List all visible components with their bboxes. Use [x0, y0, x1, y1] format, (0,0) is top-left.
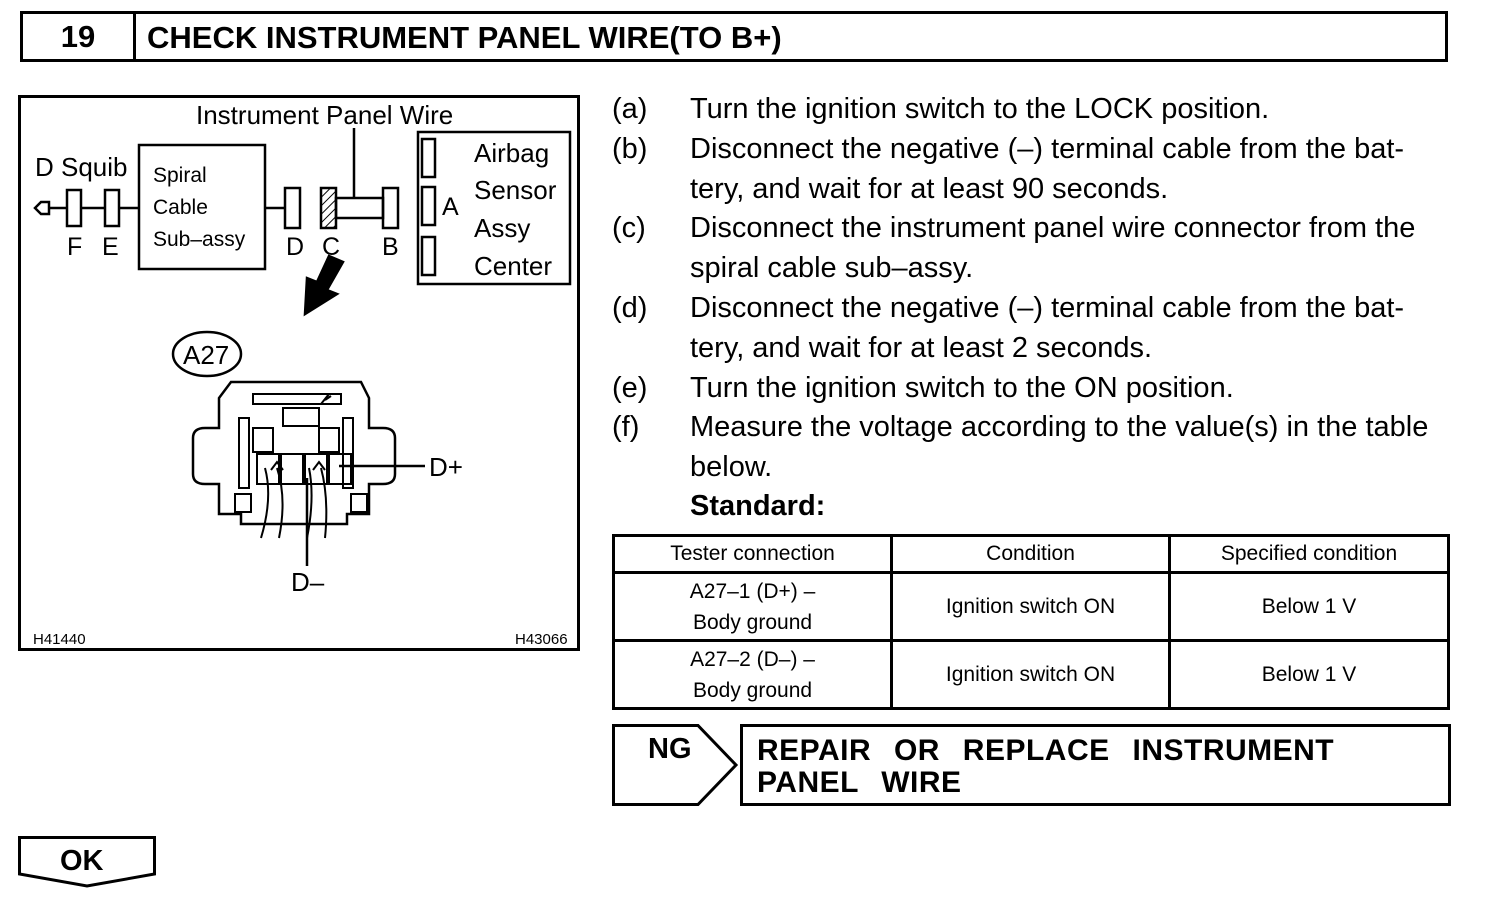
label-f: F: [67, 233, 82, 261]
condition-cell: Ignition switch ON: [890, 639, 1172, 710]
cell-line: A27–2 (D–) –: [690, 647, 815, 671]
cell-line: A27–1 (D+) –: [689, 579, 816, 603]
procedure-steps: (a) Turn the ignition switch to the LOCK…: [612, 90, 1454, 488]
label-a: A: [442, 193, 459, 221]
table-header-row: Tester connection Condition Specified co…: [611, 534, 1450, 574]
spiral-line-1: Spiral: [153, 164, 207, 187]
wiring-diagram: Instrument Panel Wire D Squib F E Spiral…: [33, 100, 572, 648]
spec-cell: Below 1 V: [1168, 639, 1450, 710]
ng-action-text: REPAIR OR REPLACE INSTRUMENT PANEL WIRE: [757, 734, 1335, 799]
arrow-down-icon: [303, 254, 345, 317]
connector-f: [65, 188, 83, 228]
step-number: 19: [23, 14, 136, 59]
step-text-cont: below.: [690, 451, 773, 484]
connector-b: [381, 186, 400, 230]
connector-a3: [420, 235, 437, 277]
connector-c: [319, 186, 338, 230]
step-a: (a) Turn the ignition switch to the LOCK…: [612, 90, 1454, 130]
step-text: Disconnect the negative (–) terminal cab…: [690, 291, 1405, 324]
ok-arrow-shape: OK: [18, 836, 156, 888]
standard-label: Standard:: [690, 490, 826, 522]
ok-branch: OK: [18, 836, 156, 888]
step-title: CHECK INSTRUMENT PANEL WIRE(TO B+): [147, 20, 782, 55]
airbag-sensor-box: [416, 130, 572, 286]
squib-label: D Squib: [35, 152, 128, 182]
step-label: (a): [612, 93, 648, 125]
connector-id-badge: [171, 330, 243, 378]
d-minus-label: D–: [291, 567, 325, 597]
step-f: (f) Measure the voltage according to the…: [612, 408, 1454, 488]
step-e: (e) Turn the ignition switch to the ON p…: [612, 369, 1454, 409]
step-text: Disconnect the negative (–) terminal cab…: [690, 132, 1405, 165]
step-label: (f): [612, 411, 640, 444]
step-text-cont: tery, and wait for at least 2 seconds.: [690, 331, 1153, 364]
wiring-figure: Instrument Panel Wire D Squib F E Spiral…: [18, 95, 580, 651]
squib-plug-icon: [33, 200, 51, 216]
step-text: Turn the ignition switch to the ON posit…: [690, 371, 1234, 404]
connector-d: [283, 186, 302, 230]
spec-table: Tester connection Condition Specified co…: [611, 534, 1450, 710]
ng-label: NG: [648, 733, 692, 765]
column-header: Specified condition: [1168, 534, 1450, 574]
step-label: (c): [612, 212, 646, 245]
step-text: Disconnect the instrument panel wire con…: [690, 212, 1416, 245]
label-d: D: [286, 233, 304, 261]
airbag-line-2: Sensor: [474, 175, 557, 205]
figure-code-left: H41440: [33, 631, 86, 648]
tester-connection-cell: A27–1 (D+) – Body ground: [611, 571, 894, 642]
ok-label: OK: [60, 845, 104, 877]
step-header: 19 CHECK INSTRUMENT PANEL WIRE(TO B+): [20, 11, 1448, 62]
step-d: (d) Disconnect the negative (–) terminal…: [612, 289, 1454, 369]
ng-arrow-shape: NG: [612, 724, 739, 806]
ng-branch: NG: [612, 724, 740, 806]
step-c: (c) Disconnect the instrument panel wire…: [612, 209, 1454, 289]
table-row: A27–2 (D–) – Body ground Ignition switch…: [611, 639, 1450, 710]
step-text: Turn the ignition switch to the LOCK pos…: [690, 93, 1270, 125]
label-b: B: [382, 233, 399, 261]
column-header: Condition: [890, 534, 1172, 574]
instrument-panel-wire: [334, 196, 385, 220]
ng-action-box: REPAIR OR REPLACE INSTRUMENT PANEL WIRE: [740, 724, 1451, 806]
cell-line: Body ground: [692, 610, 813, 634]
connector-e: [103, 188, 121, 228]
label-c: C: [322, 233, 340, 261]
condition-cell: Ignition switch ON: [890, 571, 1172, 642]
tester-connection-cell: A27–2 (D–) – Body ground: [611, 639, 894, 710]
column-header: Tester connection: [611, 534, 894, 574]
wire-label: Instrument Panel Wire: [196, 100, 453, 130]
airbag-line-1: Airbag: [474, 138, 549, 168]
spiral-line-3: Sub–assy: [153, 228, 246, 251]
step-b: (b) Disconnect the negative (–) terminal…: [612, 130, 1454, 210]
step-label: (d): [612, 291, 648, 324]
connector-id: A27: [183, 340, 229, 370]
airbag-line-4: Center: [474, 251, 552, 281]
label-e: E: [102, 233, 119, 261]
cell-line: Body ground: [692, 678, 813, 702]
airbag-line-3: Assy: [474, 213, 530, 243]
figure-code-right: H43066: [515, 631, 568, 648]
step-label: (b): [612, 132, 648, 165]
connector-housing-icon: [191, 380, 397, 539]
step-text: Measure the voltage according to the val…: [690, 411, 1429, 444]
table-row: A27–1 (D+) – Body ground Ignition switch…: [611, 571, 1450, 642]
spec-cell: Below 1 V: [1168, 571, 1450, 642]
spiral-line-2: Cable: [153, 196, 208, 219]
step-text-cont: spiral cable sub–assy.: [690, 252, 974, 285]
step-label: (e): [612, 371, 648, 404]
d-plus-label: D+: [429, 452, 463, 482]
step-text-cont: tery, and wait for at least 90 seconds.: [690, 172, 1169, 205]
connector-a2: [420, 185, 437, 227]
connector-a1: [420, 137, 437, 179]
